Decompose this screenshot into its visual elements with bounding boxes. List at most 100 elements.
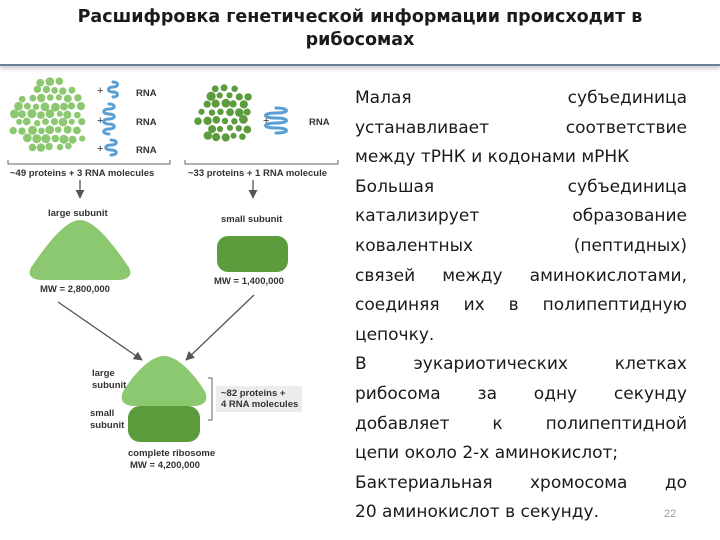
protein-dot [79, 135, 86, 142]
protein-dot [45, 77, 55, 86]
small-subunit-proteins [194, 84, 252, 142]
arrow-converge-icon [185, 294, 255, 361]
protein-dot [244, 93, 252, 101]
protein-dot [221, 133, 230, 142]
small-subunit-label: small subunit [221, 214, 283, 225]
slide-title: Расшифровка генетической информации прои… [40, 6, 680, 52]
protein-dot [45, 109, 55, 118]
protein-dot [212, 116, 221, 124]
protein-dot [29, 94, 37, 102]
small-components-caption: ~33 proteins + 1 RNA molecule [188, 168, 327, 179]
protein-dot [46, 94, 54, 101]
protein-dot [42, 118, 49, 125]
protein-dot [230, 132, 237, 139]
rna-label: RNA [136, 117, 157, 128]
rna-label: RNA [136, 145, 157, 156]
rna-label: RNA [309, 117, 330, 128]
protein-dot [76, 102, 85, 111]
title-bar: Расшифровка генетической информации прои… [0, 0, 720, 66]
protein-dot [217, 108, 224, 115]
text-line: 20 аминокислот в секунду. [355, 502, 599, 523]
protein-dot [221, 98, 231, 108]
text-line: между тРНК и кодонами мРНК [355, 147, 630, 168]
small-subunit-mw: MW = 1,400,000 [214, 276, 284, 287]
protein-dot [229, 100, 237, 108]
protein-dot [16, 118, 23, 125]
protein-dot [50, 118, 59, 126]
ribosome-large-subunit-shape [121, 356, 207, 406]
protein-dot [45, 142, 53, 151]
protein-dot [32, 103, 40, 110]
protein-dot [63, 94, 72, 103]
protein-dot [56, 110, 63, 117]
text-line: цепи около 2-х аминокислот; [355, 443, 619, 464]
ribosome-small-subunit-shape [128, 406, 200, 442]
large-subunit-shape [29, 220, 131, 280]
protein-dot [59, 87, 67, 95]
protein-dot [243, 125, 252, 134]
text-line: Малая субъединица [355, 88, 687, 108]
ribosome-large-label: large subunit [92, 368, 127, 391]
ribosome-small-label-line: subunit [90, 420, 125, 431]
text-line: цепочку. [355, 324, 435, 345]
protein-dot [27, 109, 37, 119]
ribosome-components-box [216, 386, 302, 412]
protein-dot [226, 108, 235, 117]
protein-dot [239, 100, 248, 109]
protein-dot [231, 85, 238, 92]
text-line: связей между аминокислотами, [355, 265, 687, 286]
protein-dot [22, 117, 31, 126]
ribosome-assembly-diagram: + + + + RNA RNA RNA RNA ~49 proteins + 3… [7, 77, 339, 471]
protein-dot [208, 125, 217, 134]
large-subunit-mw: MW = 2,800,000 [40, 284, 110, 295]
text-line: соединяя их в полипептидную [355, 295, 687, 316]
protein-dot [226, 124, 234, 131]
ribosome-small-label: small subunit [90, 408, 125, 431]
protein-dot [239, 115, 248, 124]
text-line: Бактериальная хромосома до [355, 472, 687, 493]
protein-dot [235, 108, 244, 117]
protein-dot [212, 133, 221, 142]
slide-title-line-1: Расшифровка генетической информации прои… [77, 7, 643, 27]
rna-molecule-icon [264, 106, 288, 135]
protein-dot [208, 109, 216, 116]
protein-dot [51, 134, 60, 143]
protein-dot [45, 125, 55, 135]
small-components-bracket [184, 160, 339, 165]
protein-dot [40, 102, 50, 112]
ribosome-small-label-line: small [90, 408, 114, 419]
protein-dot [68, 118, 75, 125]
protein-dot [28, 125, 37, 135]
protein-dot [226, 92, 233, 99]
plus-sign: + [97, 115, 103, 127]
protein-dot [203, 116, 212, 125]
protein-dot [198, 108, 205, 115]
protein-dot [74, 94, 82, 102]
large-components-caption: ~49 proteins + 3 RNA molecules [10, 168, 154, 179]
large-subunit-proteins [9, 77, 86, 152]
rna-label: RNA [136, 88, 157, 99]
protein-dot [60, 102, 68, 111]
protein-dot [59, 134, 69, 144]
text-line: рибосома за одну секунду [355, 383, 687, 404]
protein-dot [32, 134, 42, 144]
protein-dot [63, 125, 72, 134]
protein-dot [216, 92, 223, 99]
protein-dot [36, 78, 45, 87]
protein-dot [9, 126, 17, 135]
text-line: катализирует образование [355, 206, 687, 227]
protein-dot [211, 85, 219, 93]
protein-dot [38, 127, 45, 135]
protein-dot [235, 125, 242, 132]
protein-dot [51, 102, 60, 112]
protein-dot [55, 94, 63, 101]
large-subunit-label: large subunit [48, 208, 108, 219]
small-subunit-shape [217, 236, 288, 272]
protein-dot [22, 133, 32, 143]
protein-dot [56, 143, 64, 151]
protein-dot [33, 85, 42, 93]
ribosome-components-bracket [208, 377, 213, 421]
large-components-bracket [7, 160, 171, 165]
protein-dot [194, 117, 202, 125]
protein-dot [51, 87, 58, 94]
